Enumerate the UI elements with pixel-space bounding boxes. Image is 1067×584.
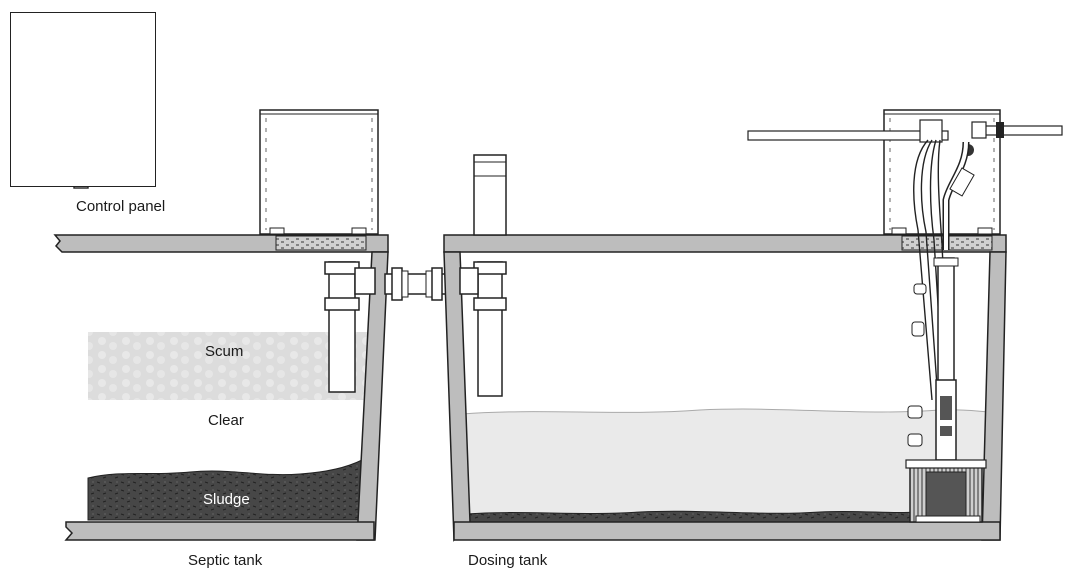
label-clear: Clear — [208, 412, 244, 429]
dosing-inlet-tee — [459, 261, 507, 397]
septic-tank-floor — [64, 521, 375, 541]
dosing-tank-right-wall — [981, 251, 1007, 541]
pump-assembly — [905, 257, 987, 523]
label-dosing-tank: Dosing tank — [468, 552, 548, 569]
connecting-pipe — [384, 267, 450, 301]
septic-riser — [259, 109, 379, 251]
control-panel-inset — [10, 12, 156, 187]
dosing-tank-lid — [443, 234, 1007, 253]
label-control-panel: Control panel — [76, 198, 166, 215]
dosing-tank-floor — [453, 521, 1001, 541]
dosing-tank — [443, 109, 1063, 542]
sludge-layer — [87, 459, 363, 521]
float-cables — [913, 139, 951, 421]
discharge-line — [747, 119, 1063, 250]
septic-tank-wall — [356, 251, 389, 541]
dosing-water — [462, 409, 990, 520]
dosing-tank-left-wall — [443, 251, 471, 542]
scum-layer — [88, 332, 368, 400]
label-septic-tank: Septic tank — [188, 552, 263, 569]
septic-outlet-tee — [324, 261, 376, 393]
inspection-pipe — [473, 154, 507, 236]
septic-tank — [53, 109, 389, 541]
dosing-sludge — [465, 510, 917, 523]
label-sludge: Sludge — [203, 491, 250, 508]
label-scum: Scum — [205, 343, 244, 360]
